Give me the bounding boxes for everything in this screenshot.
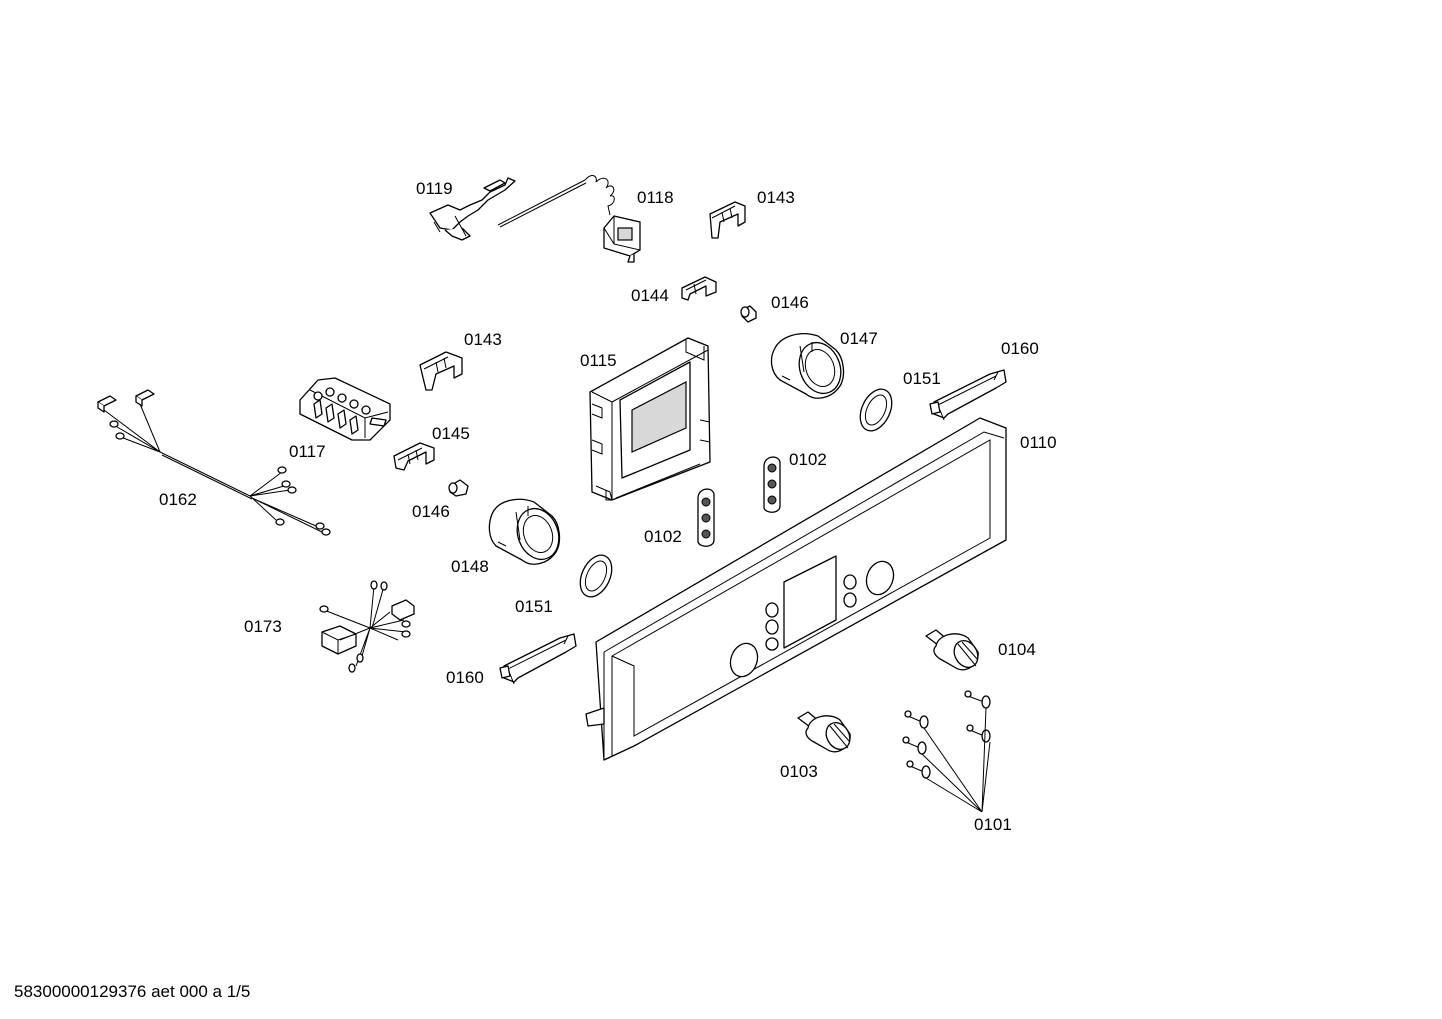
label-0151-top: 0151 <box>903 369 941 388</box>
screw-4 <box>902 736 927 755</box>
label-0119: 0119 <box>416 179 453 198</box>
label-0104: 0104 <box>998 640 1036 659</box>
label-0145: 0145 <box>432 424 470 443</box>
label-0160-bottom: 0160 <box>446 668 484 687</box>
part-0160-latch-top[interactable] <box>929 369 1007 421</box>
part-0148-knob-housing[interactable] <box>488 498 565 565</box>
label-0173: 0173 <box>244 617 282 636</box>
document-footer-id: 58300000129376 aet 000 a 1/5 <box>14 982 250 1001</box>
label-0110: 0110 <box>1020 433 1057 452</box>
part-0151-ring-top[interactable] <box>854 384 898 436</box>
label-0143-mid: 0143 <box>464 330 502 349</box>
part-0115-control-module[interactable] <box>589 337 711 501</box>
part-0110-control-panel[interactable] <box>585 417 1007 761</box>
screw-5 <box>906 760 931 779</box>
label-0160-top: 0160 <box>1001 339 1039 358</box>
label-0117: 0117 <box>289 442 326 461</box>
label-0101: 0101 <box>974 815 1012 834</box>
part-0146-lamp-mid[interactable] <box>448 479 469 497</box>
part-0144-clip[interactable] <box>681 276 717 301</box>
screw-2 <box>904 710 929 729</box>
part-0151-ring-mid[interactable] <box>574 550 618 602</box>
part-0102-light-guide-right[interactable] <box>763 456 781 513</box>
label-0147: 0147 <box>840 329 878 348</box>
label-0146-top: 0146 <box>771 293 809 312</box>
label-0143-top: 0143 <box>757 188 795 207</box>
part-0145-clip[interactable] <box>393 442 435 471</box>
part-0118-thermostat[interactable] <box>497 175 641 263</box>
part-0160-latch-bottom[interactable] <box>499 633 577 685</box>
label-0103: 0103 <box>780 762 818 781</box>
label-0151-mid: 0151 <box>515 597 553 616</box>
part-0119-bracket[interactable] <box>429 177 516 241</box>
part-0146-lamp-top[interactable] <box>740 305 757 323</box>
label-0102-right: 0102 <box>789 450 827 469</box>
part-0103-knob[interactable] <box>797 711 855 754</box>
label-0148: 0148 <box>451 557 489 576</box>
label-0162: 0162 <box>159 490 197 509</box>
part-0117-terminal-block[interactable] <box>299 377 391 441</box>
part-0102-light-guide-left[interactable] <box>697 488 715 547</box>
label-0102-left: 0102 <box>644 527 682 546</box>
part-0173-wire-harness[interactable] <box>319 580 415 673</box>
screw-3 <box>966 724 991 743</box>
label-0115: 0115 <box>580 351 617 370</box>
label-0118: 0118 <box>637 188 674 207</box>
part-0101-screws[interactable] <box>902 690 991 813</box>
part-0143-clip-top[interactable] <box>709 201 746 239</box>
part-0162-wire-harness[interactable] <box>97 389 331 536</box>
screw-1 <box>964 690 991 709</box>
part-0104-knob[interactable] <box>925 629 983 672</box>
part-0143-clip-mid[interactable] <box>419 351 463 391</box>
leader-lines-0101 <box>921 707 991 813</box>
label-0146-mid: 0146 <box>412 502 450 521</box>
label-0144: 0144 <box>631 286 669 305</box>
part-0147-knob-housing[interactable] <box>770 333 848 400</box>
